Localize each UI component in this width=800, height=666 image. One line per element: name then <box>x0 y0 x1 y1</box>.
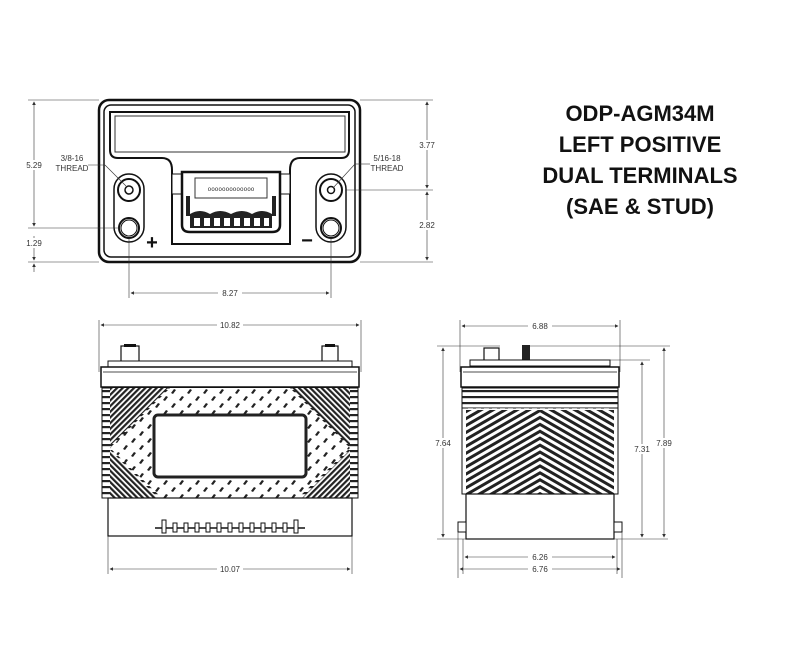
negative-terminal-pod <box>315 173 347 243</box>
dim-front-top-width: 10.82 <box>220 321 241 330</box>
right-thread-callout-2: THREAD <box>371 164 404 173</box>
terminal-style: (SAE & STUD) <box>566 194 714 219</box>
dim-side-inner-height: 7.31 <box>634 445 650 454</box>
negative-symbol: − <box>301 230 313 252</box>
dim-right-lower-height: 2.82 <box>419 221 435 230</box>
svg-text:ooooooooooooo: ooooooooooooo <box>208 186 255 193</box>
top-view: ooooooooooooo + − <box>24 98 438 298</box>
handle: ooooooooooooo <box>171 170 291 234</box>
dim-side-base-outer-width: 6.76 <box>532 565 548 574</box>
model-name: ODP-AGM34M <box>565 101 715 126</box>
side-view: 6.88 7.64 7.31 7.89 <box>433 320 675 578</box>
left-thread-callout-1: 3/8-16 <box>61 154 84 163</box>
dim-side-base-inner-width: 6.26 <box>532 553 548 562</box>
front-view: 10.82 10.07 <box>98 320 362 574</box>
dim-left-upper-height: 5.29 <box>26 161 42 170</box>
positive-symbol: + <box>146 232 158 254</box>
right-thread-callout-1: 5/16-18 <box>373 154 401 163</box>
left-thread-callout-2: THREAD <box>56 164 89 173</box>
dim-side-top-width: 6.88 <box>532 322 548 331</box>
dim-front-bottom-width: 10.07 <box>220 565 241 574</box>
terminal-orientation: LEFT POSITIVE <box>558 132 722 157</box>
dim-side-left-height: 7.64 <box>435 439 451 448</box>
positive-terminal-pod <box>113 173 145 243</box>
dim-terminal-spacing: 8.27 <box>222 289 238 298</box>
dim-right-upper-height: 3.77 <box>419 141 435 150</box>
dim-left-lower-height: 1.29 <box>26 239 42 248</box>
model-title-block: ODP-AGM34M LEFT POSITIVE DUAL TERMINALS … <box>505 98 775 222</box>
terminal-type: DUAL TERMINALS <box>542 163 738 188</box>
dim-side-overall-height: 7.89 <box>656 439 672 448</box>
